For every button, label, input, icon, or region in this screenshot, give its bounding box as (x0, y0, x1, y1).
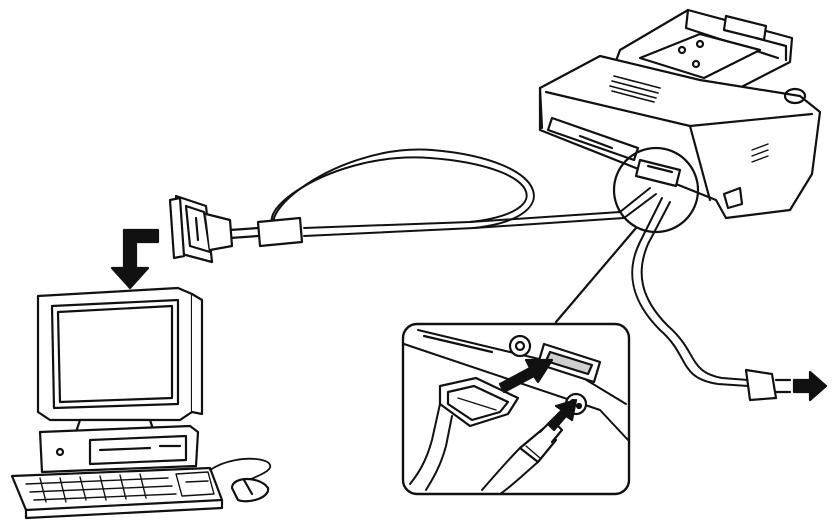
db25-connector-icon (168, 194, 234, 264)
desktop-computer-icon (36, 286, 204, 474)
arrow-to-power-port (546, 398, 578, 432)
arrow-to-parallel-port (498, 358, 554, 394)
parallel-cable (228, 148, 657, 248)
mouse-icon (209, 457, 272, 503)
connection-detail-inset (401, 322, 631, 496)
power-cable (631, 197, 828, 402)
detail-magnifier-circle (612, 146, 700, 234)
keyboard-icon (10, 466, 224, 520)
printer-icon (538, 8, 822, 220)
arrow-to-computer (110, 228, 160, 290)
arrow-to-outlet (792, 370, 828, 402)
power-plug-icon (744, 368, 778, 402)
